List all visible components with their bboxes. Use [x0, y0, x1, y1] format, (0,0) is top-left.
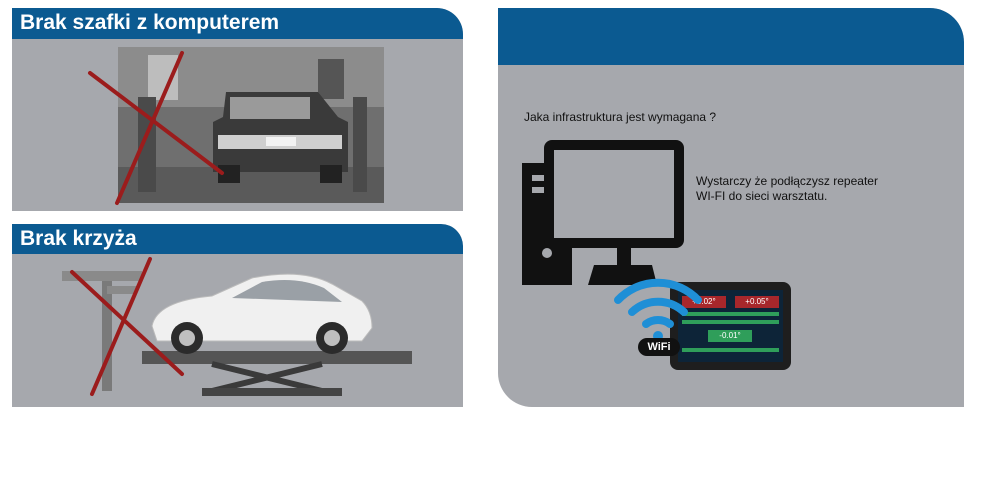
answer-line-1: Wystarczy że podłączysz repeater [696, 174, 878, 188]
panel-no-cross: Brak krzyża [12, 224, 463, 407]
answer-line-2: WI-FI do sieci warsztatu. [696, 189, 828, 203]
panel-infrastructure: Jaka infrastruktura jest wymagana ? Wyst… [498, 8, 964, 407]
desktop-computer-icon [522, 140, 684, 285]
wifi-badge: WiFi [638, 338, 680, 356]
panel-infrastructure-header [498, 8, 964, 65]
reading-2: +0.05° [735, 296, 779, 308]
answer-text: Wystarczy że podłączysz repeater WI-FI d… [696, 174, 878, 204]
panel-no-cabinet-header: Brak szafki z komputerem [12, 8, 463, 39]
car-lift-photo [62, 271, 412, 396]
panel-no-cross-header: Brak krzyża [12, 224, 463, 254]
panel-no-cabinet: Brak szafki z komputerem [12, 8, 463, 211]
wifi-icon [614, 278, 702, 341]
red-cross-icon [70, 257, 184, 396]
question-text: Jaka infrastruktura jest wymagana ? [524, 110, 717, 124]
red-cross-icon [88, 51, 224, 205]
reading-3: -0.01° [708, 330, 752, 342]
garage-car-photo [118, 47, 384, 203]
